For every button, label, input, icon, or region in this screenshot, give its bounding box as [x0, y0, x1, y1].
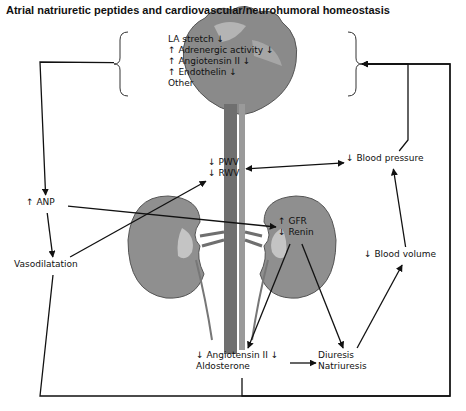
- node-text: ↓ PWV ↓ RWV: [208, 157, 244, 179]
- node-text: ↑ Endothelin ↓: [168, 67, 360, 78]
- node-text: ↑ ANP: [26, 197, 66, 208]
- node-text: Vasodilatation: [14, 259, 94, 270]
- flow-arrow: [40, 64, 450, 396]
- node-text: ↓ Blood pressure: [346, 153, 438, 164]
- right-kidney: [260, 196, 336, 298]
- flow-node: ↓ Blood pressure: [346, 153, 438, 167]
- node-text: LA stretch ↓: [168, 34, 360, 45]
- ureter: [196, 260, 268, 340]
- aorta: [224, 104, 237, 354]
- flow-arrow: [302, 244, 343, 348]
- node-text: ↑ GFR ↓ Renin: [278, 216, 314, 238]
- flow-arrow: [393, 169, 405, 247]
- title-text: Atrial natriuretic peptides and cardiova…: [6, 4, 390, 16]
- flow-arrow: [47, 213, 53, 257]
- flow-arrow: [242, 64, 450, 396]
- renal-pelvis: [178, 228, 193, 258]
- node-text: Other: [168, 78, 360, 89]
- renal-vessel: [200, 232, 262, 246]
- stimulus-group: LA stretch ↓↑ Adrenergic activity ↓↑ Ang…: [116, 28, 360, 100]
- flow-arrow: [290, 362, 316, 363]
- node-text: ↑ Adrenergic activity ↓: [168, 45, 360, 56]
- left-brace: [114, 32, 128, 96]
- flow-arrow: [246, 163, 344, 169]
- flow-arrow: [70, 181, 206, 257]
- right-brace: [348, 32, 362, 96]
- flow-node: Vasodilatation: [14, 259, 94, 273]
- left-kidney: [128, 196, 204, 298]
- node-text: Diuresis Natriuresis: [318, 350, 380, 372]
- flow-node: ↑ GFR ↓ Renin: [278, 216, 314, 242]
- flow-arrow: [357, 265, 402, 348]
- diagram-title: Atrial natriuretic peptides and cardiova…: [6, 4, 390, 16]
- flow-arrow: [68, 206, 276, 227]
- flow-node: ↓ PWV ↓ RWV: [208, 157, 244, 183]
- node-text: ↑ Angiotensin II ↓: [168, 56, 360, 67]
- flow-node: Diuresis Natriuresis: [318, 350, 380, 376]
- flow-arrow: [362, 64, 408, 151]
- flow-arrow: [248, 244, 290, 348]
- flow-node: ↑ ANP: [26, 197, 66, 211]
- flow-arrow: [40, 62, 114, 195]
- vena-cava: [239, 104, 245, 350]
- flow-node: ↓ Blood volume: [364, 249, 450, 263]
- flow-node: ↓ Angiotensin II ↓ Aldosterone: [196, 350, 288, 376]
- node-text: ↓ Blood volume: [364, 249, 450, 260]
- node-text: ↓ Angiotensin II ↓ Aldosterone: [196, 350, 288, 372]
